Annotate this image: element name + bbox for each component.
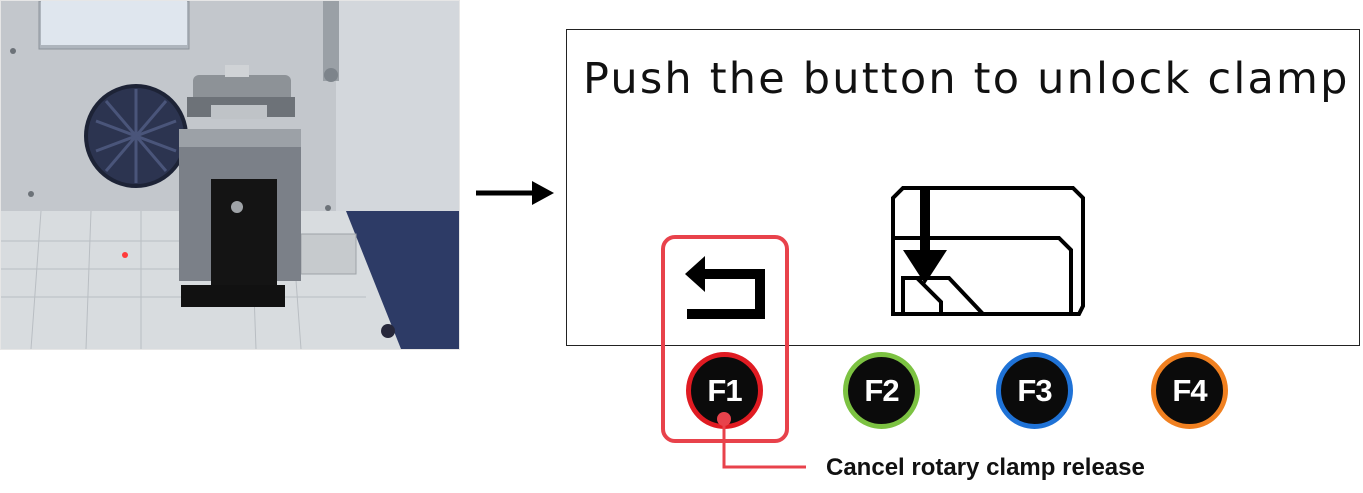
f3-button[interactable]: F3 — [996, 352, 1073, 429]
f2-button[interactable]: F2 — [843, 352, 920, 429]
device-photo — [0, 0, 460, 350]
f4-label: F4 — [1172, 372, 1207, 408]
f1-label: F1 — [707, 372, 742, 408]
right-arrow-icon — [476, 181, 554, 205]
lcd-screen: Push the button to unlock clamp — [566, 29, 1360, 346]
f4-button[interactable]: F4 — [1151, 352, 1228, 429]
callout-label: Cancel rotary clamp release — [826, 454, 1145, 481]
clamp-unlock-icon — [891, 186, 1085, 316]
return-arrow-icon — [685, 256, 765, 319]
screen-message: Push the button to unlock clamp — [583, 54, 1350, 104]
f3-label: F3 — [1017, 372, 1052, 408]
f2-label: F2 — [864, 372, 899, 408]
